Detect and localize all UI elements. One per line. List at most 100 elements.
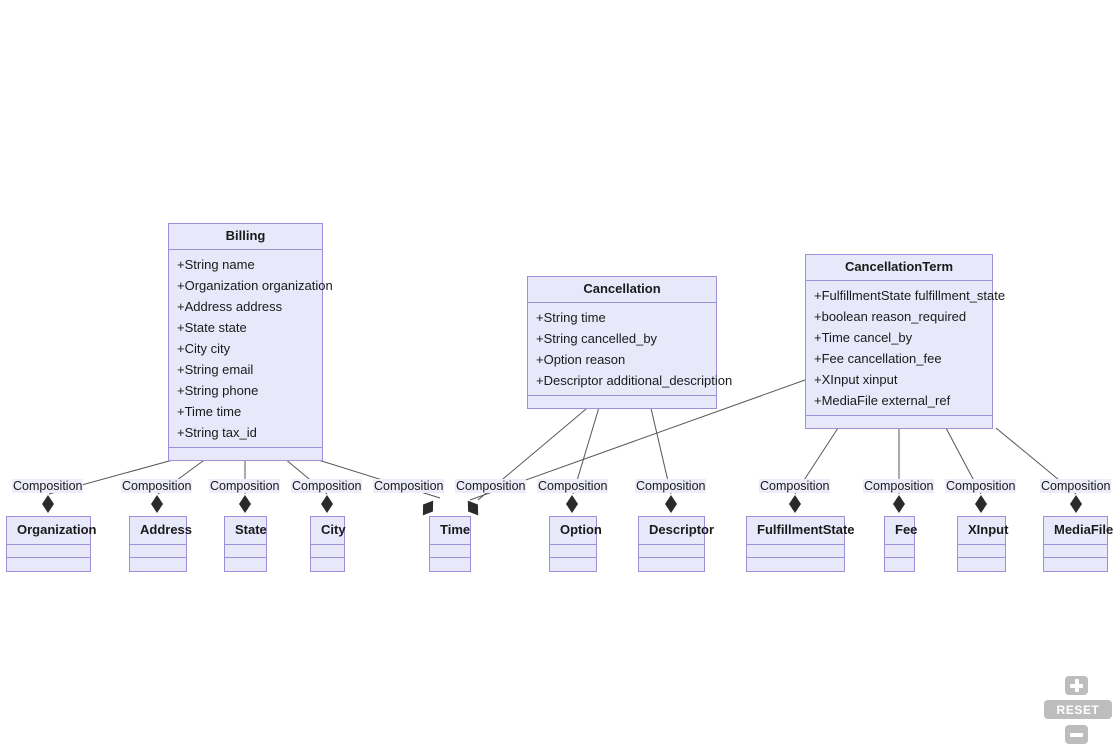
uml-attribute: +Time cancel_by bbox=[814, 330, 913, 345]
uml-class-fee[interactable]: Fee bbox=[884, 516, 917, 572]
uml-attribute: +boolean reason_required bbox=[814, 309, 967, 324]
uml-attribute: +String phone bbox=[177, 383, 259, 398]
edge-label-composition: Composition bbox=[1040, 479, 1112, 493]
uml-class-name: Organization bbox=[7, 517, 96, 545]
uml-class-fulfillmentstate[interactable]: FulfillmentState bbox=[746, 516, 855, 572]
uml-attributes-compartment bbox=[430, 545, 470, 558]
edge-label-composition: Composition bbox=[537, 479, 609, 493]
edge-label-composition: Composition bbox=[945, 479, 1017, 493]
uml-attribute: +Descriptor additional_description bbox=[536, 373, 733, 388]
uml-attributes-compartment bbox=[225, 545, 266, 558]
uml-operations-compartment bbox=[958, 558, 1005, 571]
uml-class-name: MediaFile bbox=[1044, 517, 1113, 545]
plus-icon-bar-vertical bbox=[1074, 679, 1079, 692]
uml-attribute: +Organization organization bbox=[177, 278, 333, 293]
uml-attribute: +String name bbox=[177, 257, 255, 272]
uml-attributes-compartment: +FulfillmentState fulfillment_state +bool… bbox=[806, 281, 1006, 416]
composition-diamond-icon bbox=[893, 495, 905, 513]
zoom-in-button[interactable] bbox=[1065, 676, 1088, 695]
edge-label-composition: Composition bbox=[12, 479, 84, 493]
composition-diamond-icon bbox=[566, 495, 578, 513]
composition-diamond-icon bbox=[239, 495, 251, 513]
uml-class-name: Descriptor bbox=[639, 517, 714, 545]
uml-attribute: +String time bbox=[536, 310, 606, 325]
uml-attribute: +String email bbox=[177, 362, 254, 377]
uml-operations-compartment bbox=[885, 558, 914, 571]
uml-operations-compartment bbox=[528, 396, 716, 408]
zoom-out-button[interactable] bbox=[1065, 725, 1088, 744]
uml-operations-compartment bbox=[130, 558, 186, 571]
zoom-reset-button[interactable]: RESET bbox=[1044, 700, 1112, 719]
uml-attribute: +XInput xinput bbox=[814, 372, 898, 387]
uml-attributes-compartment bbox=[130, 545, 186, 558]
uml-attribute: +String tax_id bbox=[177, 425, 257, 440]
uml-class-name: XInput bbox=[958, 517, 1008, 545]
uml-operations-compartment bbox=[225, 558, 266, 571]
uml-class-mediafile[interactable]: MediaFile bbox=[1043, 516, 1113, 572]
uml-attribute: +FulfillmentState fulfillment_state bbox=[814, 288, 1006, 303]
uml-class-name: City bbox=[311, 517, 346, 545]
composition-diamond-icon bbox=[321, 495, 333, 513]
uml-operations-compartment bbox=[747, 558, 844, 571]
uml-class-name: Time bbox=[430, 517, 470, 545]
edge-label-composition: Composition bbox=[759, 479, 831, 493]
uml-operations-compartment bbox=[806, 416, 992, 428]
zoom-controls[interactable]: RESET bbox=[1044, 674, 1112, 744]
composition-diamond-icon bbox=[1070, 495, 1082, 513]
uml-attribute: +City city bbox=[177, 341, 231, 356]
uml-class-name: State bbox=[225, 517, 267, 545]
uml-class-name: Fee bbox=[885, 517, 917, 545]
uml-operations-compartment bbox=[430, 558, 470, 571]
composition-diamond-icon bbox=[789, 495, 801, 513]
edge-label-composition: Composition bbox=[455, 479, 527, 493]
uml-attributes-compartment bbox=[7, 545, 90, 558]
composition-diamond-icon bbox=[665, 495, 677, 513]
uml-operations-compartment bbox=[639, 558, 704, 571]
edge-label-composition: Composition bbox=[209, 479, 281, 493]
uml-attributes-compartment bbox=[311, 545, 344, 558]
uml-class-city[interactable]: City bbox=[310, 516, 346, 572]
zoom-reset-label: RESET bbox=[1056, 702, 1100, 717]
uml-operations-compartment bbox=[311, 558, 344, 571]
uml-class-name: Cancellation bbox=[528, 277, 716, 303]
uml-class-option[interactable]: Option bbox=[549, 516, 602, 572]
uml-class-cancellation_term[interactable]: CancellationTerm+FulfillmentState fulfil… bbox=[805, 254, 1006, 429]
uml-class-name: Billing bbox=[169, 224, 322, 250]
uml-attribute: +Fee cancellation_fee bbox=[814, 351, 942, 366]
uml-attributes-compartment: +String time+String cancelled_by+Option … bbox=[528, 303, 733, 396]
uml-attributes-compartment: +String name +Organization organization +A… bbox=[169, 250, 333, 448]
uml-operations-compartment bbox=[550, 558, 596, 571]
uml-class-name: Option bbox=[550, 517, 602, 545]
uml-class-organization[interactable]: Organization bbox=[6, 516, 96, 572]
edge-label-composition: Composition bbox=[121, 479, 193, 493]
uml-attribute: +Time time bbox=[177, 404, 242, 419]
uml-attributes-compartment bbox=[1044, 545, 1107, 558]
uml-attribute: +Address address bbox=[177, 299, 283, 314]
uml-class-time[interactable]: Time bbox=[429, 516, 471, 572]
uml-attribute: +State state bbox=[177, 320, 247, 335]
uml-class-name: Address bbox=[130, 517, 192, 545]
uml-class-address[interactable]: Address bbox=[129, 516, 192, 572]
uml-operations-compartment bbox=[1044, 558, 1107, 571]
edge-label-composition: Composition bbox=[863, 479, 935, 493]
uml-attribute: +MediaFile external_ref bbox=[814, 393, 951, 408]
uml-operations-compartment bbox=[169, 448, 322, 460]
uml-class-state[interactable]: State bbox=[224, 516, 267, 572]
composition-diamond-icon bbox=[42, 495, 54, 513]
uml-attributes-compartment bbox=[639, 545, 704, 558]
minus-icon-bar bbox=[1070, 732, 1083, 737]
uml-attributes-compartment bbox=[958, 545, 1005, 558]
edge-label-composition: Composition bbox=[291, 479, 363, 493]
edge-label-composition: Composition bbox=[373, 479, 445, 493]
uml-class-name: FulfillmentState bbox=[747, 517, 855, 545]
uml-class-descriptor[interactable]: Descriptor bbox=[638, 516, 714, 572]
uml-attributes-compartment bbox=[747, 545, 844, 558]
uml-class-billing[interactable]: Billing +String name +Organization organiz… bbox=[168, 223, 333, 461]
uml-attributes-compartment bbox=[885, 545, 914, 558]
uml-operations-compartment bbox=[7, 558, 90, 571]
uml-class-name: CancellationTerm bbox=[806, 255, 992, 281]
uml-class-xinput[interactable]: XInput bbox=[957, 516, 1008, 572]
uml-attributes-compartment bbox=[550, 545, 596, 558]
uml-class-cancellation[interactable]: Cancellation+String time+String cancelle… bbox=[527, 276, 733, 409]
